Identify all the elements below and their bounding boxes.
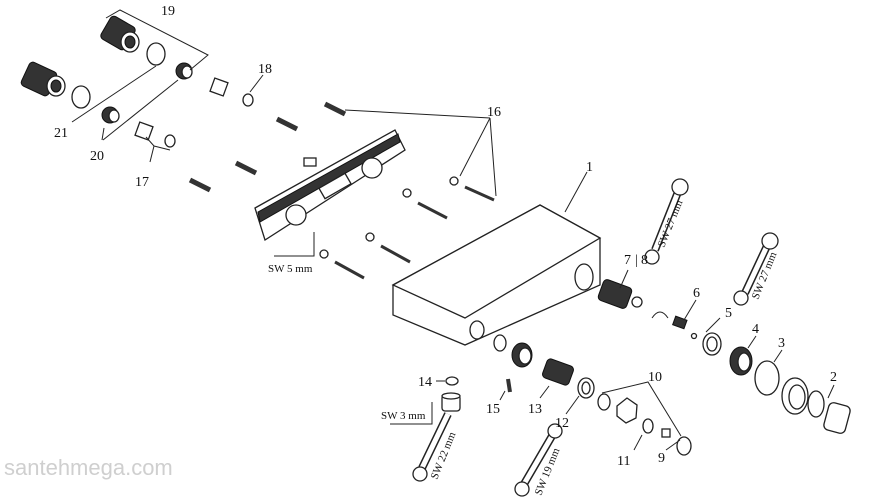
o-ring-19 (146, 42, 166, 66)
wrench-sw27-upper: SW 27 mm (644, 178, 689, 265)
callout-7: 7 (624, 253, 631, 268)
callout-3: 3 (778, 336, 785, 351)
screws-16 (188, 101, 495, 280)
cap-2 (823, 402, 851, 434)
screw-15 (506, 378, 512, 393)
callout-14: 14 (418, 375, 432, 390)
check-valve-17 (134, 121, 176, 148)
callout-2: 2 (830, 370, 837, 385)
svg-text:SW 27 mm: SW 27 mm (656, 198, 686, 249)
callout-5: 5 (725, 306, 732, 321)
callout-15: 15 (486, 402, 500, 417)
inlet-connector-lower (20, 61, 66, 97)
adapter-19 (175, 62, 193, 80)
callout-18: 18 (258, 62, 272, 77)
callout-1: 1 (586, 160, 593, 175)
o-ring-21 (71, 85, 91, 109)
watermark: santehmega.com (4, 455, 173, 480)
callout-8: 8 (641, 253, 648, 268)
ring-3 (754, 360, 780, 396)
callout-20: 20 (90, 149, 104, 164)
check-valve-18 (209, 77, 254, 107)
wrench-sw27-lower: SW 27 mm (733, 232, 780, 306)
callout-16: 16 (487, 105, 501, 120)
svg-text:SW 5 mm: SW 5 mm (268, 263, 313, 275)
nut-4 (729, 346, 753, 376)
wall-mounting-plate (254, 129, 406, 242)
svg-text:SW 3 mm: SW 3 mm (381, 410, 426, 422)
callout-13: 13 (528, 402, 542, 417)
callout-19: 19 (161, 4, 175, 19)
callout-11: 11 (617, 454, 630, 469)
callout-10: 10 (648, 370, 662, 385)
callout-6: 6 (693, 286, 700, 301)
o-ring-bottom (493, 334, 507, 352)
hex-key-sw3: SW 3 mm (381, 402, 433, 425)
callout-21: 21 (54, 126, 68, 141)
hex-key-sw5: SW 5 mm (268, 232, 315, 275)
sleeve (781, 377, 825, 418)
thermostat-body (391, 204, 602, 346)
wrench-sw19: SW 19 mm (514, 423, 563, 497)
callout-17: 17 (135, 175, 149, 190)
knurled-nut (511, 342, 533, 368)
o-ring-14 (445, 376, 459, 386)
nut-sw22 (441, 392, 461, 412)
cartridge-13 (542, 358, 574, 386)
leader-lines (71, 9, 835, 451)
cartridge-7-8 (597, 279, 643, 309)
inlet-connector-upper (100, 15, 140, 53)
adapter-20 (101, 106, 120, 124)
nut-5 (702, 332, 722, 356)
clip-6 (651, 311, 698, 340)
callout-4: 4 (752, 322, 759, 337)
nut-12 (577, 377, 595, 399)
callout-7-8-separator: | (635, 253, 638, 268)
callout-numbers: 1 2 3 4 5 6 7 | 8 9 10 11 12 13 14 15 16… (54, 4, 837, 469)
group-10-parts (597, 393, 692, 456)
callout-12: 12 (555, 416, 569, 431)
callout-9: 9 (658, 451, 665, 466)
